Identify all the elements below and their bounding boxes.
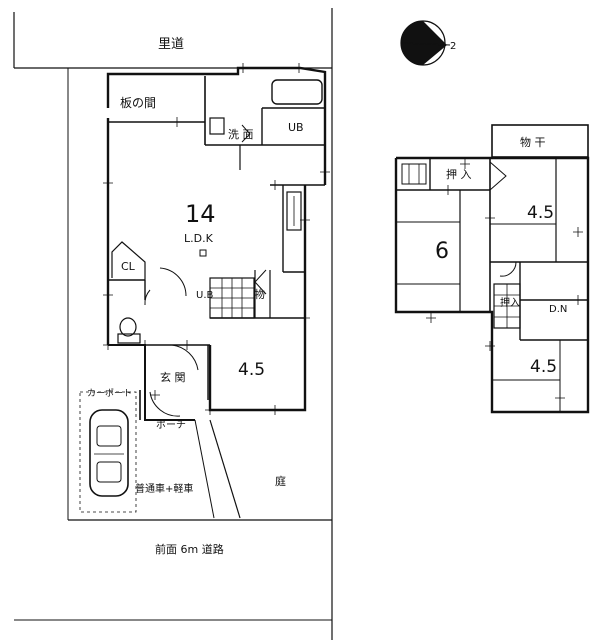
ldk-size-label: 14 [185,200,216,228]
ldk-label: L.D.K [184,232,214,245]
garden-path [209,419,241,519]
room-6-label: 6 [435,239,449,264]
stairs-ground [209,277,255,319]
carport-label: カーポート [87,388,132,399]
parking-label: 普通車+軽車 [135,482,193,495]
garden-path [194,419,215,519]
bath-label: UB [288,121,304,134]
bathtub [271,79,323,105]
grid-ticks [103,63,330,415]
door-swing [499,261,517,277]
closet-label: CL [121,260,136,273]
entrance-label: 玄 関 [160,370,186,384]
closet-box [401,163,427,185]
room-4-5a-label: 4.5 [527,203,554,223]
down-label: D.N [549,304,567,315]
upper-space-label: U.B [196,290,213,301]
washroom-label: 洗 面 [228,128,254,141]
door-swing [149,391,181,417]
toilet [119,317,137,337]
porch-label: ポーチ [156,419,186,431]
toilet-tank [117,333,141,344]
upper-wall [394,156,590,414]
back-road-label: 里道 [158,37,184,52]
room-4-5b-label: 4.5 [530,357,557,377]
door-swing [254,269,267,295]
door-swing [159,267,187,297]
house-wall [208,185,307,412]
storage-label: 物 [254,287,265,301]
closet-1-label: 押 入 [446,167,472,181]
door-swing [489,161,507,191]
drying-area-label: 物 干 [520,135,546,149]
compass-icon: 2 [400,20,456,66]
closet-wall [111,241,146,280]
upper-floor-plan: 物 干 押 入 6 4.5 押入 D.N 4.5 [394,124,590,414]
door-swing [144,289,151,306]
itanoma-label: 板の間 [120,96,156,110]
house-wall [108,344,195,421]
garden-label: 庭 [275,474,286,488]
kitchen-fixture [199,249,207,257]
washbasin [209,117,225,135]
compass-north-label: 2 [450,41,456,52]
door-swing [171,344,199,371]
kitchen-counter [286,191,302,231]
grid-ticks [426,159,583,403]
closet-2-label: 押入 [500,296,520,309]
front-road-label: 前面 6m 道路 [155,542,224,556]
room-4-5-label: 4.5 [238,360,265,380]
ground-floor-plan: 里道 板の間 洗 面 UB 14 L.D.K CL U.B 物 4.5 玄 関 … [13,8,333,640]
door-swing [241,124,251,143]
carport-area [79,391,137,513]
stairs-upper [493,283,521,329]
car-icon [89,409,129,497]
